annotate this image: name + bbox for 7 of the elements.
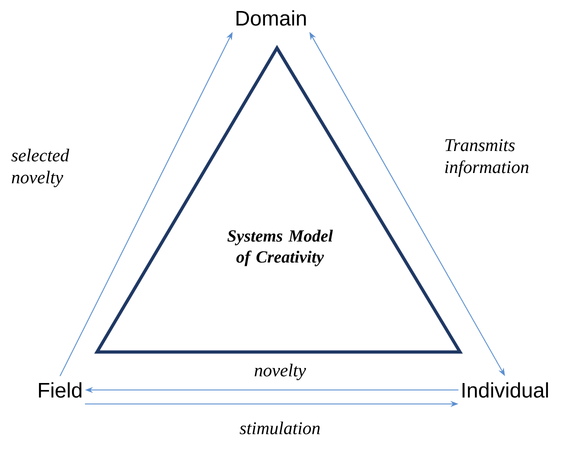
edge-label: Transmits information — [445, 139, 528, 177]
edge-label: selected novelty — [11, 148, 70, 188]
vertex-label: Domain — [236, 10, 306, 26]
edge-label: stimulation — [240, 422, 320, 434]
vertex-label: Individual — [462, 382, 548, 398]
edge-label: novelty — [254, 364, 306, 380]
vertex-label: Field — [38, 382, 82, 398]
